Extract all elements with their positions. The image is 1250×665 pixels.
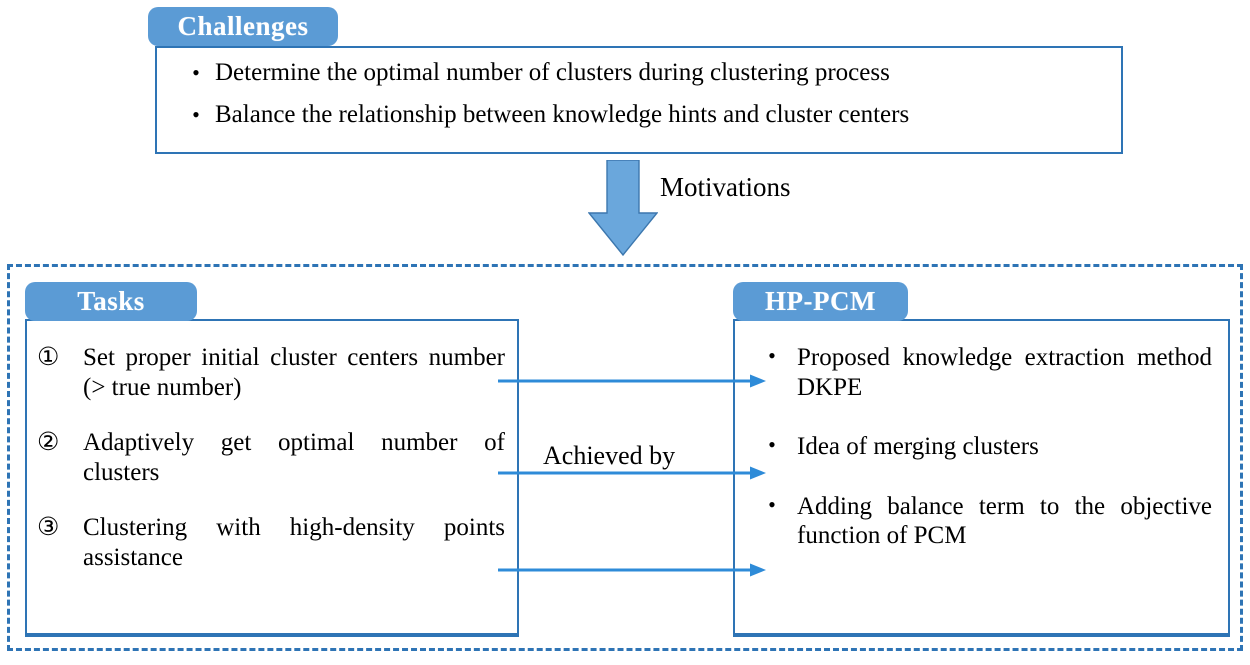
bullet-icon: • <box>768 491 776 517</box>
task-item-text: Set proper initial cluster centers numbe… <box>83 344 505 401</box>
achieved-by-label: Achieved by <box>543 441 676 470</box>
challenges-box: • Determine the optimal number of cluste… <box>155 46 1123 154</box>
challenges-item-text: Balance the relationship between knowled… <box>215 101 910 129</box>
motivations-label: Motivations <box>660 172 791 202</box>
task-number-icon: ① <box>37 344 60 371</box>
hppcm-box: • Proposed knowledge extraction method D… <box>733 319 1230 637</box>
motivations-group-container <box>7 264 1243 651</box>
task-item-text: Clustering with high-density points assi… <box>83 514 505 571</box>
hppcm-item: • Idea of merging clusters <box>747 432 1212 462</box>
tasks-tab-label: Tasks <box>25 282 197 321</box>
task-item: ② Adaptively get optimal number of clust… <box>37 428 505 487</box>
hppcm-item-text: Proposed knowledge extraction method DKP… <box>797 344 1212 401</box>
challenges-tab-label: Challenges <box>148 7 338 46</box>
task-item: ① Set proper initial cluster centers num… <box>37 343 505 402</box>
connector-arrow-2-icon <box>498 466 766 480</box>
challenges-item: • Balance the relationship between knowl… <box>177 102 1101 127</box>
bullet-icon: • <box>192 60 200 85</box>
task-item: ③ Clustering with high-density points as… <box>37 513 505 572</box>
motivations-down-arrow-icon <box>588 160 658 256</box>
challenges-item-text: Determine the optimal number of clusters… <box>215 59 890 86</box>
connector-arrow-3-icon <box>498 563 766 577</box>
task-item-text: Adaptively get optimal number of cluster… <box>83 429 505 486</box>
hppcm-tab-label: HP-PCM <box>733 282 908 321</box>
hppcm-item: • Adding balance term to the objective f… <box>747 492 1212 551</box>
hppcm-item: • Proposed knowledge extraction method D… <box>747 343 1212 402</box>
tasks-box: ① Set proper initial cluster centers num… <box>25 319 519 637</box>
task-number-icon: ② <box>37 429 60 456</box>
bullet-icon: • <box>768 432 776 457</box>
hppcm-item-text: Adding balance term to the objective fun… <box>797 492 1212 550</box>
connector-arrow-1-icon <box>498 374 766 388</box>
challenges-item: • Determine the optimal number of cluste… <box>177 60 1101 85</box>
bullet-icon: • <box>192 102 200 128</box>
bullet-icon: • <box>768 343 776 368</box>
task-number-icon: ③ <box>37 514 60 541</box>
hppcm-item-text: Idea of merging clusters <box>797 433 1039 460</box>
